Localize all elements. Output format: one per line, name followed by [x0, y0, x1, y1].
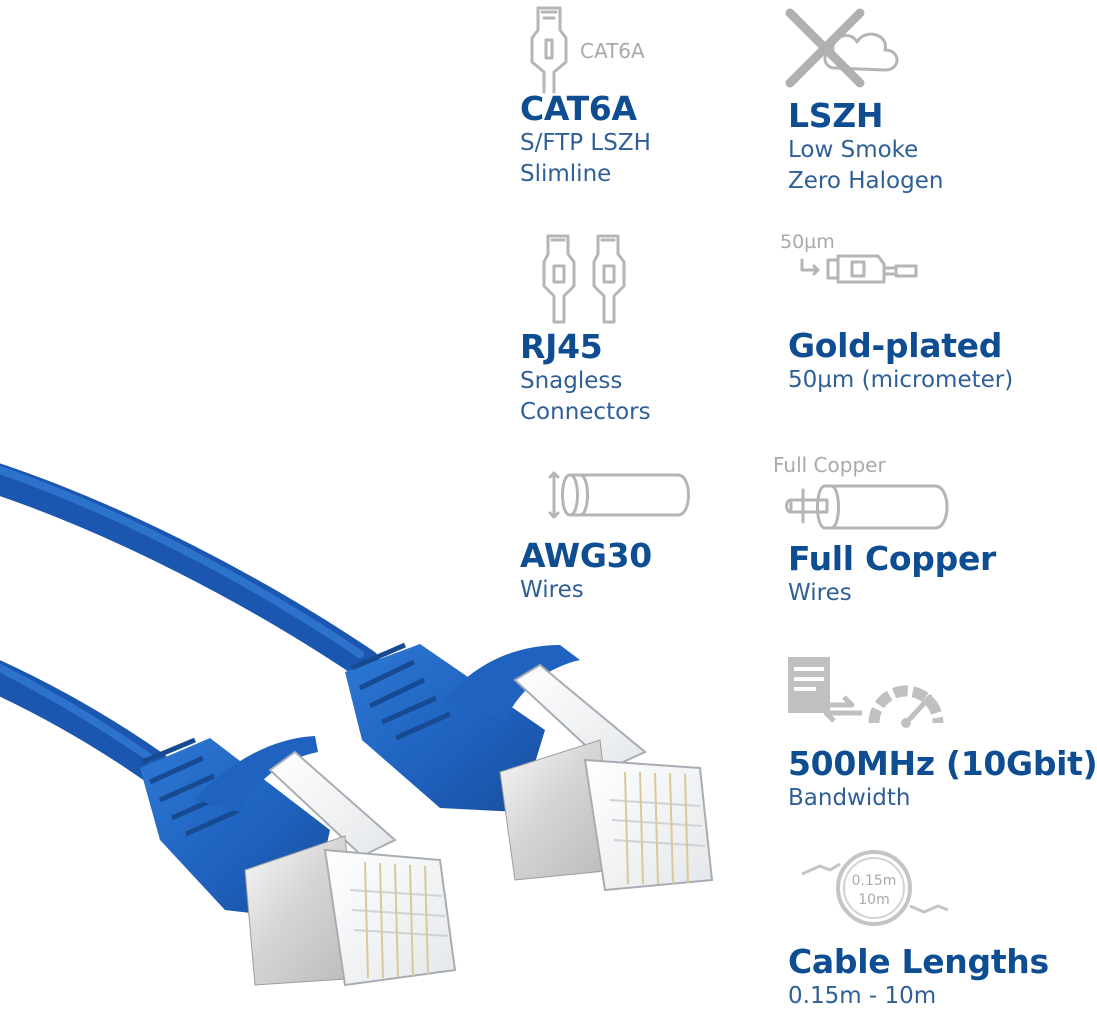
speed-gauge-icon	[788, 657, 944, 728]
feature-rj45: RJ45 Snagless Connectors	[520, 328, 651, 428]
copper-wire-icon: Full Copper	[773, 453, 949, 530]
feature-line: 0.15m - 10m	[788, 983, 937, 1009]
crossed-smoke-icon	[785, 8, 899, 88]
wire-diameter-icon	[548, 471, 690, 519]
feature-title: 500MHz (10Gbit)	[788, 744, 1097, 783]
coil-label-2: 10m	[858, 892, 889, 908]
cable-lower-highlight	[0, 664, 154, 762]
feature-line: Bandwidth	[788, 785, 911, 811]
copper-icon-label: Full Copper	[773, 453, 886, 477]
feature-line: Slimline	[520, 161, 612, 187]
feature-line: 50µm (micrometer)	[788, 367, 1014, 393]
feature-gold-plated: Gold-plated 50µm (micrometer)	[788, 327, 1013, 396]
feature-line: Wires	[788, 580, 852, 606]
connector-left	[140, 736, 457, 987]
feature-bandwidth: 500MHz (10Gbit) Bandwidth	[788, 745, 1097, 814]
feature-title: LSZH	[788, 96, 884, 135]
feature-title: CAT6A	[520, 89, 637, 128]
rj45-plug-icon: CAT6A	[530, 6, 645, 94]
feature-cat6a: CAT6A S/FTP LSZH Slimline	[520, 90, 651, 190]
feature-cable-lengths: Cable Lengths 0.15m - 10m	[788, 943, 1049, 1012]
cable-lower	[0, 660, 172, 785]
feature-awg30: AWG30 Wires	[520, 537, 652, 606]
double-plug-icon	[542, 234, 626, 324]
feature-title: Full Copper	[788, 539, 996, 578]
feature-title: AWG30	[520, 536, 652, 575]
connector-right	[345, 642, 714, 892]
cable-coil-icon: 0.15m 10m	[801, 850, 949, 926]
gold-contact-icon: 50µm	[780, 231, 918, 284]
coil-label-1: 0.15m	[852, 873, 897, 889]
gold-icon-label: 50µm	[780, 231, 835, 253]
feature-lszh: LSZH Low Smoke Zero Halogen	[788, 97, 943, 197]
feature-line: Low Smoke	[788, 137, 919, 163]
feature-line: Wires	[520, 577, 584, 603]
feature-title: Cable Lengths	[788, 942, 1049, 981]
feature-line: Zero Halogen	[788, 168, 944, 194]
feature-title: Gold-plated	[788, 326, 1003, 365]
feature-line: S/FTP LSZH	[520, 130, 651, 156]
cable-upper-highlight	[0, 466, 364, 658]
feature-line: Snagless	[520, 368, 623, 394]
feature-line: Connectors	[520, 399, 651, 425]
feature-title: RJ45	[520, 327, 603, 366]
cat6a-icon-label: CAT6A	[580, 39, 645, 63]
feature-full-copper: Full Copper Wires	[788, 540, 996, 609]
cable-upper	[0, 463, 381, 680]
